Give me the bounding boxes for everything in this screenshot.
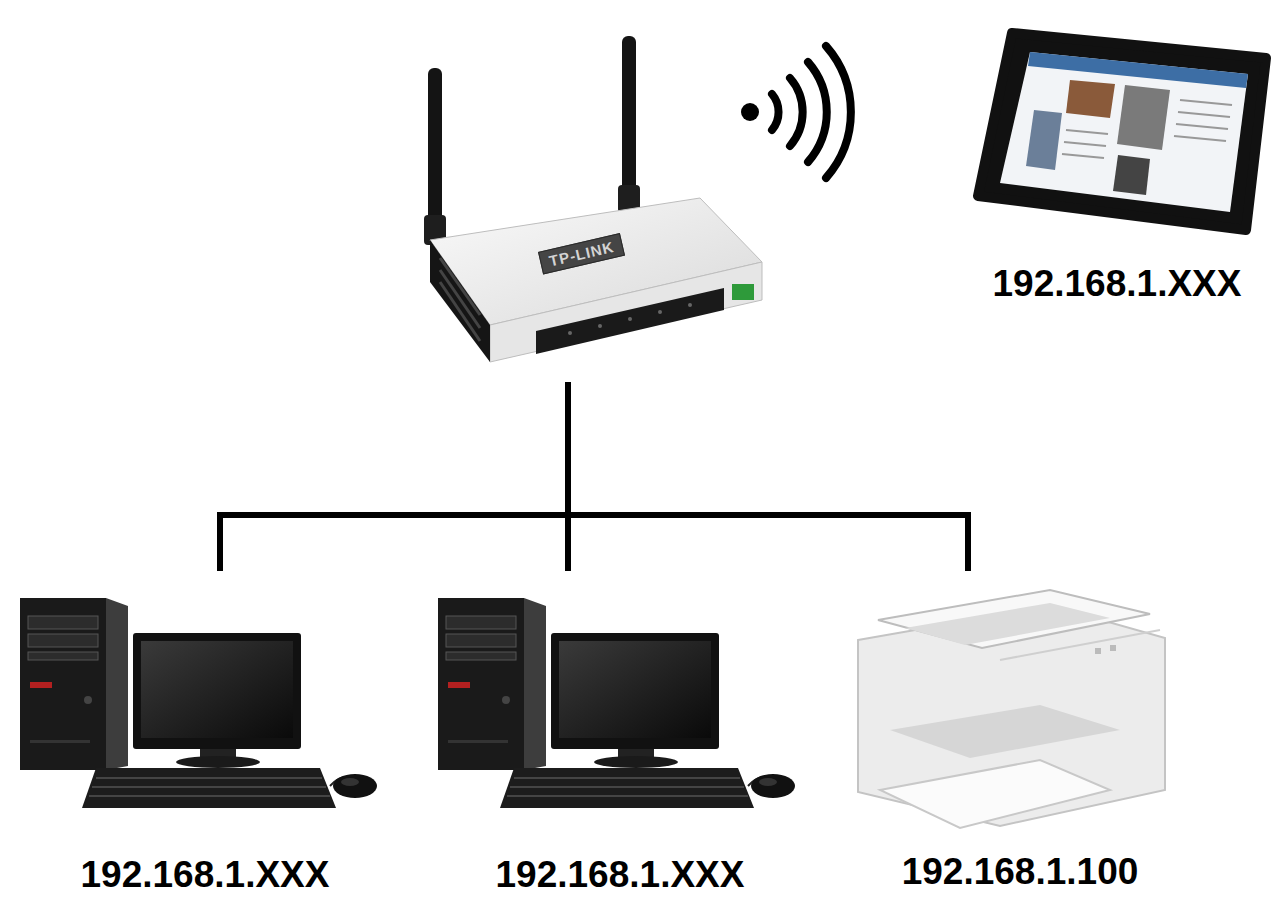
computer-device: 192.168.1.XXX [15, 568, 395, 903]
brand-label: TP-LINK [538, 233, 625, 274]
tablet-device: 192.168.1.XXX [967, 25, 1267, 315]
network-cable [568, 385, 968, 568]
ip-address: 192.168.1.XXX [435, 853, 805, 897]
printer-device: 192.168.1.100 [850, 568, 1190, 903]
ip-address: 192.168.1.XXX [967, 262, 1267, 306]
network-cable [565, 385, 571, 568]
computer-device: 192.168.1.XXX [435, 568, 805, 903]
network-cable [220, 385, 568, 568]
ip-address: 192.168.1.100 [850, 850, 1190, 894]
ip-address: 192.168.1.XXX [15, 853, 395, 897]
router-device: TP-LINK [420, 30, 770, 385]
